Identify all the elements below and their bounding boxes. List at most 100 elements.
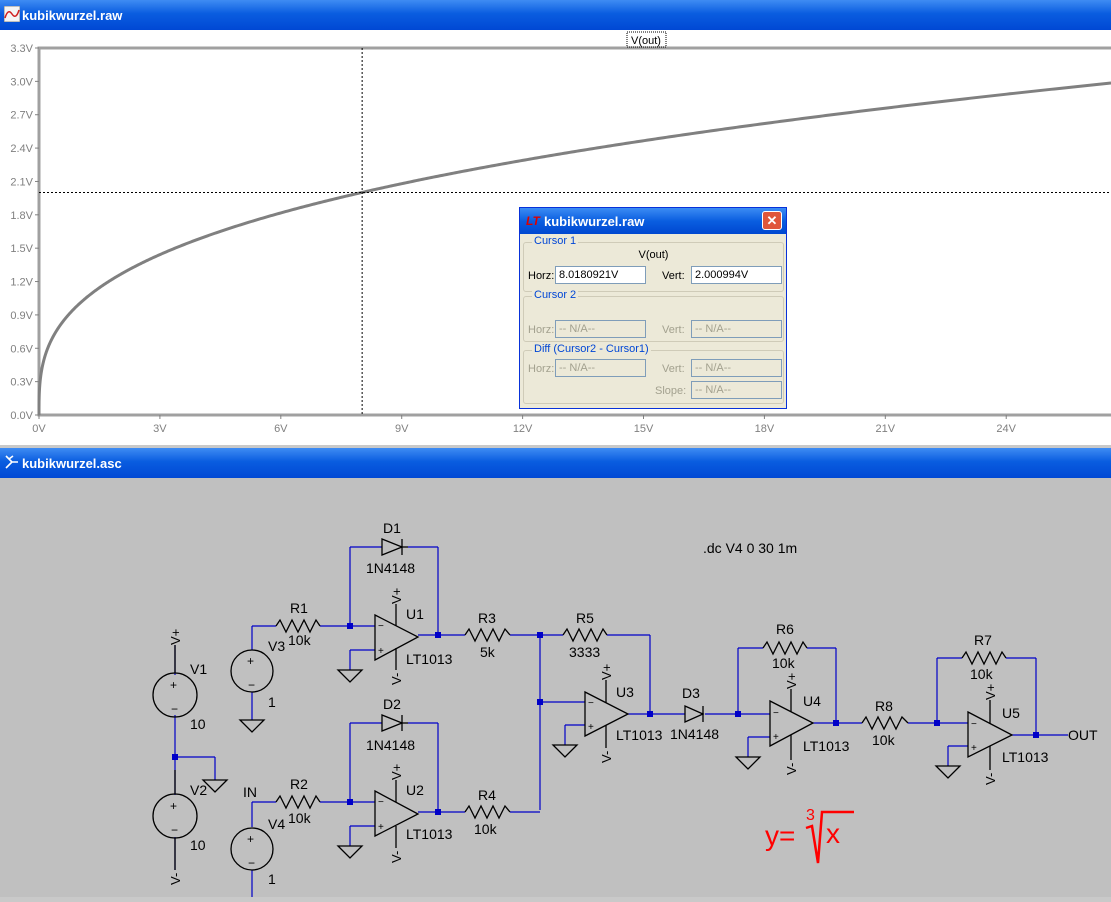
opamp-u2 <box>374 789 420 838</box>
y-tick-label: 3.3V <box>10 43 33 55</box>
label-u1: U1 <box>406 606 424 622</box>
svg-text:−: − <box>378 621 384 632</box>
label-d2-model: 1N4148 <box>366 737 415 753</box>
cursor1-trace: V(out) <box>638 249 669 261</box>
cursor2-label: Cursor 2 <box>532 289 579 301</box>
svg-text:−: − <box>588 698 594 709</box>
schematic-titlebar[interactable]: kubikwurzel.asc <box>0 448 1111 478</box>
supply-label-vminus: V- <box>168 873 183 885</box>
cursor-dialog: LT kubikwurzel.raw ✕ Cursor 1 V(out) Hor… <box>519 207 787 409</box>
supply-label-vminus: V- <box>389 851 404 863</box>
supply-label-vminus: V- <box>784 763 799 775</box>
label-d1-model: 1N4148 <box>366 560 415 576</box>
cursor1-horz-label: Horz: <box>528 270 555 282</box>
label-r7: R7 <box>974 632 992 648</box>
label-d3: D3 <box>682 685 700 701</box>
y-tick-label: 0.0V <box>10 410 33 422</box>
radical-sign <box>805 810 854 864</box>
cursor1-horz-field[interactable]: 8.0180921V <box>555 266 646 284</box>
resistor-r5 <box>562 627 608 643</box>
label-v2: V2 <box>190 782 207 798</box>
svg-text:+: + <box>247 654 254 668</box>
ground-symbol <box>336 669 364 683</box>
ground-symbol <box>238 719 266 733</box>
label-u3-model: LT1013 <box>616 727 663 743</box>
svg-text:+: + <box>247 832 254 846</box>
schematic-drawing[interactable]: +− +− +− +− −+ −+ −+ −+ −+ D1 1N4148 D2 … <box>0 478 1111 902</box>
trace-label[interactable]: V(out) <box>631 35 661 47</box>
ground-symbol <box>934 765 962 779</box>
diode-d3 <box>684 704 705 724</box>
cursor1-label: Cursor 1 <box>532 235 579 247</box>
x-tick-label: 3V <box>153 423 167 435</box>
label-u2: U2 <box>406 782 424 798</box>
supply-label-vminus: V- <box>983 773 998 785</box>
svg-text:−: − <box>171 702 178 716</box>
voltage-source-v3 <box>230 649 274 693</box>
label-u2-model: LT1013 <box>406 826 453 842</box>
plot-frame <box>37 46 1111 417</box>
y-tick-label: 1.8V <box>10 210 33 222</box>
spice-directive: .dc V4 0 30 1m <box>703 540 797 556</box>
label-r2-value: 10k <box>288 810 312 826</box>
label-r3-value: 5k <box>480 644 496 660</box>
plot-titlebar[interactable]: kubikwurzel.raw <box>0 0 1111 30</box>
supply-label-vplus: V+ <box>389 588 404 604</box>
y-tick-label: 0.9V <box>10 310 33 322</box>
y-tick-label: 2.7V <box>10 110 33 122</box>
y-tick-label: 0.3V <box>10 377 33 389</box>
label-v2-value: 10 <box>190 837 206 853</box>
cursor1-vert-label: Vert: <box>662 270 685 282</box>
x-tick-label: 15V <box>634 423 654 435</box>
label-r1: R1 <box>290 600 308 616</box>
svg-text:+: + <box>588 722 594 733</box>
resistor-r7 <box>961 650 1007 666</box>
cursor2-group: Cursor 2 Horz: -- N/A-- Vert: -- N/A-- <box>523 289 784 342</box>
cursor1-vert-field[interactable]: 2.000994V <box>691 266 782 284</box>
svg-text:+: + <box>378 646 384 657</box>
label-r5-value: 3333 <box>569 644 600 660</box>
label-u1-model: LT1013 <box>406 651 453 667</box>
x-tick-label: 6V <box>274 423 288 435</box>
resistor-r8 <box>861 715 909 731</box>
label-v4: V4 <box>268 816 285 832</box>
schematic-canvas[interactable]: +− +− +− +− −+ −+ −+ −+ −+ D1 1N4148 D2 … <box>0 478 1111 902</box>
formula-index: 3 <box>806 807 815 824</box>
svg-text:+: + <box>170 678 177 692</box>
label-d3-model: 1N4148 <box>670 726 719 742</box>
resistor-r3 <box>464 627 511 643</box>
y-tick-label: 3.0V <box>10 76 33 88</box>
cursor2-horz-label: Horz: <box>528 324 555 336</box>
label-r1-value: 10k <box>288 632 312 648</box>
svg-text:−: − <box>171 823 178 837</box>
polarity-signs: +− +− +− +− −+ −+ −+ −+ −+ <box>170 621 977 870</box>
cursor1-group: Cursor 1 V(out) Horz: 8.0180921V Vert: 2… <box>523 235 784 292</box>
diff-slope-label: Slope: <box>655 385 687 397</box>
label-v1: V1 <box>190 661 207 677</box>
resistor-r1 <box>275 618 321 634</box>
close-icon[interactable]: ✕ <box>762 211 782 230</box>
svg-text:+: + <box>971 743 977 754</box>
supply-label-vminus: V- <box>389 673 404 685</box>
cursor2-horz-field: -- N/A-- <box>555 320 646 338</box>
supply-label-vminus: V- <box>599 751 614 763</box>
x-tick-label: 21V <box>876 423 896 435</box>
label-r8: R8 <box>875 698 893 714</box>
diff-vert-field: -- N/A-- <box>691 359 782 377</box>
junctions <box>172 623 1039 815</box>
cube-root-formula: y= 3 x <box>765 807 854 864</box>
cursor-dialog-titlebar[interactable]: LT kubikwurzel.raw ✕ <box>520 208 786 234</box>
label-r3: R3 <box>478 610 496 626</box>
label-r4: R4 <box>478 787 496 803</box>
ground-symbol <box>201 779 229 793</box>
label-u5: U5 <box>1002 705 1020 721</box>
svg-text:−: − <box>773 708 779 719</box>
y-tick-label: 0.6V <box>10 343 33 355</box>
svg-text:−: − <box>248 856 255 870</box>
x-tick-label: 9V <box>395 423 409 435</box>
trace-label-box <box>626 31 667 48</box>
label-r5: R5 <box>576 610 594 626</box>
ground-symbol <box>551 744 579 758</box>
